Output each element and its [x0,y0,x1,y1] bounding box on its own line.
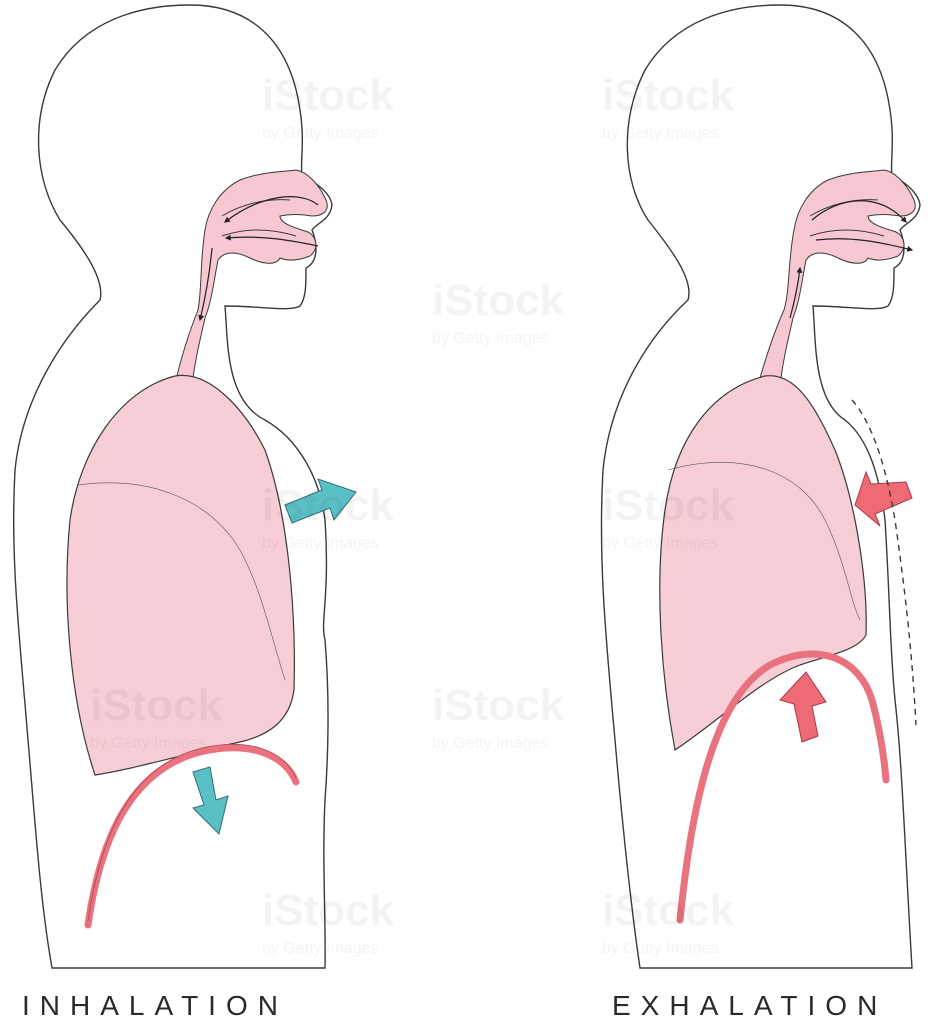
exhalation-caption: EXHALATION [612,990,888,1021]
diaphragm-down-arrow [192,766,229,835]
svg-text:by Getty Images: by Getty Images [90,735,207,752]
previous-chest-contour [851,399,917,726]
svg-text:iStock: iStock [602,886,735,935]
lung-fissure [77,482,286,681]
lung-fissure [667,462,861,621]
diaphragm-up-arrow [779,671,827,743]
svg-text:by Getty Images: by Getty Images [602,940,719,957]
svg-text:iStock: iStock [262,71,395,120]
svg-text:iStock: iStock [432,681,565,730]
svg-text:by Getty Images: by Getty Images [432,330,549,347]
svg-text:by Getty Images: by Getty Images [262,940,379,957]
airflow-trachea-arrow [198,247,213,322]
diaphragm [676,650,890,924]
airflow-nose-arrow [224,196,319,223]
inhalation-panel [12,4,357,969]
diaphragm [84,744,300,929]
svg-text:iStock: iStock [262,886,395,935]
svg-text:iStock: iStock [602,71,735,120]
airflow-trachea-arrow [789,266,803,319]
svg-text:by Getty Images: by Getty Images [432,735,549,752]
airflow-nose-arrow [811,200,907,223]
svg-text:iStock: iStock [262,481,395,530]
svg-text:by Getty Images: by Getty Images [602,535,719,552]
svg-text:by Getty Images: by Getty Images [602,125,719,142]
svg-text:by Getty Images: by Getty Images [262,535,379,552]
chest-contract-arrow [854,470,913,527]
watermark: iStock by Getty Images iStock by Getty I… [90,71,735,957]
inhalation-caption: INHALATION [22,990,288,1021]
exhalation-panel [600,4,921,969]
airflow-mouth-arrow [815,238,914,252]
airflow-mouth-arrow [224,234,319,247]
svg-text:iStock: iStock [90,681,223,730]
airway [757,169,916,386]
chest-expand-arrow [284,478,357,524]
airway [174,169,328,386]
svg-text:iStock: iStock [432,276,565,325]
svg-text:iStock: iStock [602,481,735,530]
svg-text:by Getty Images: by Getty Images [262,125,379,142]
